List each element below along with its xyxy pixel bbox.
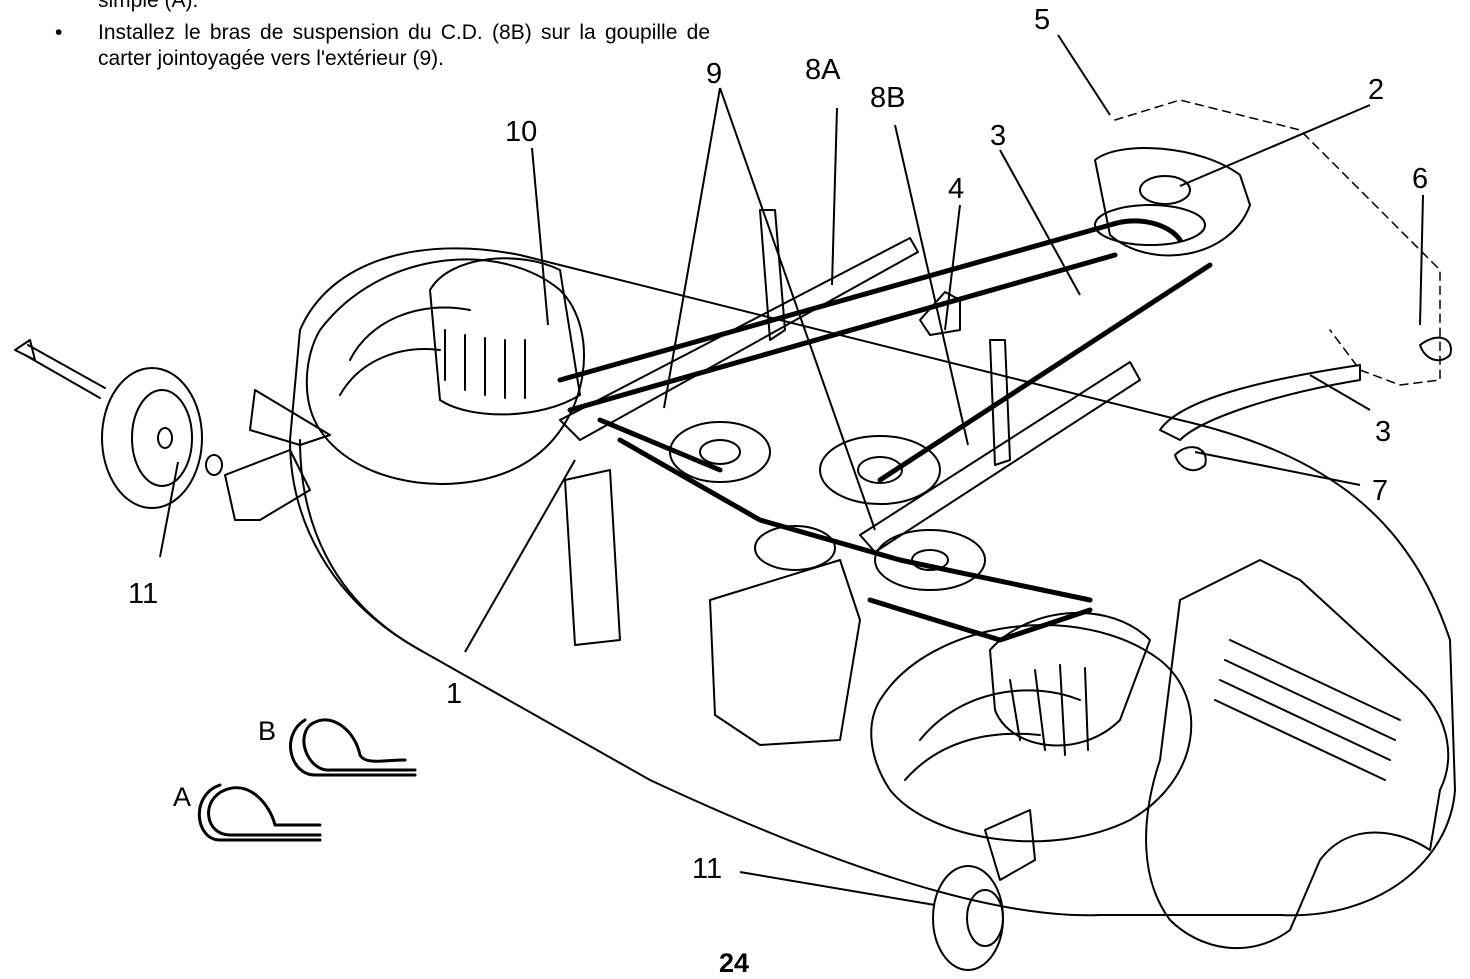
engine-pulley	[1094, 147, 1251, 257]
callout-2: 2	[1368, 74, 1385, 106]
callout-4: 4	[948, 173, 965, 205]
callout-11-left: 11	[128, 578, 159, 610]
bullet-symbol: •	[55, 21, 63, 44]
callout-10: 10	[505, 116, 538, 148]
clip-label-a: A	[173, 782, 192, 812]
callout-11-bottom: 11	[692, 853, 723, 885]
instruction-partial-line: simple (A).	[98, 0, 199, 12]
right-blade-housing	[870, 624, 1193, 843]
pulley-small	[754, 525, 836, 571]
pulley-right	[874, 529, 986, 591]
callout-3-upper: 3	[990, 120, 1007, 152]
belt-outer	[557, 218, 1183, 383]
page-number: 24	[719, 948, 750, 978]
hairpin-clip-b	[302, 718, 417, 772]
bolt	[14, 339, 106, 399]
pulley-left	[669, 421, 771, 483]
callout-8b: 8B	[870, 82, 906, 114]
callout-1: 1	[446, 678, 463, 710]
hairpin-clip-a	[207, 786, 322, 837]
callout-7: 7	[1372, 475, 1389, 507]
clip-label-b: B	[258, 716, 277, 746]
engine-outline	[1114, 99, 1441, 386]
idler-arm-8b	[859, 361, 1141, 553]
bullet-text: Installez le bras de suspension du C.D. …	[98, 21, 710, 70]
callout-5: 5	[1034, 4, 1051, 36]
callout-8a: 8A	[805, 54, 841, 86]
center-bracket	[709, 559, 861, 746]
left-blade-housing	[305, 258, 585, 485]
idler-arm-8a	[559, 237, 919, 441]
callout-6: 6	[1412, 163, 1429, 195]
discharge-chute	[1145, 559, 1450, 950]
callout-3-lower: 3	[1375, 416, 1392, 448]
callout-9: 9	[706, 58, 723, 90]
pulley-center	[819, 435, 941, 505]
loose-wheel	[101, 367, 203, 509]
